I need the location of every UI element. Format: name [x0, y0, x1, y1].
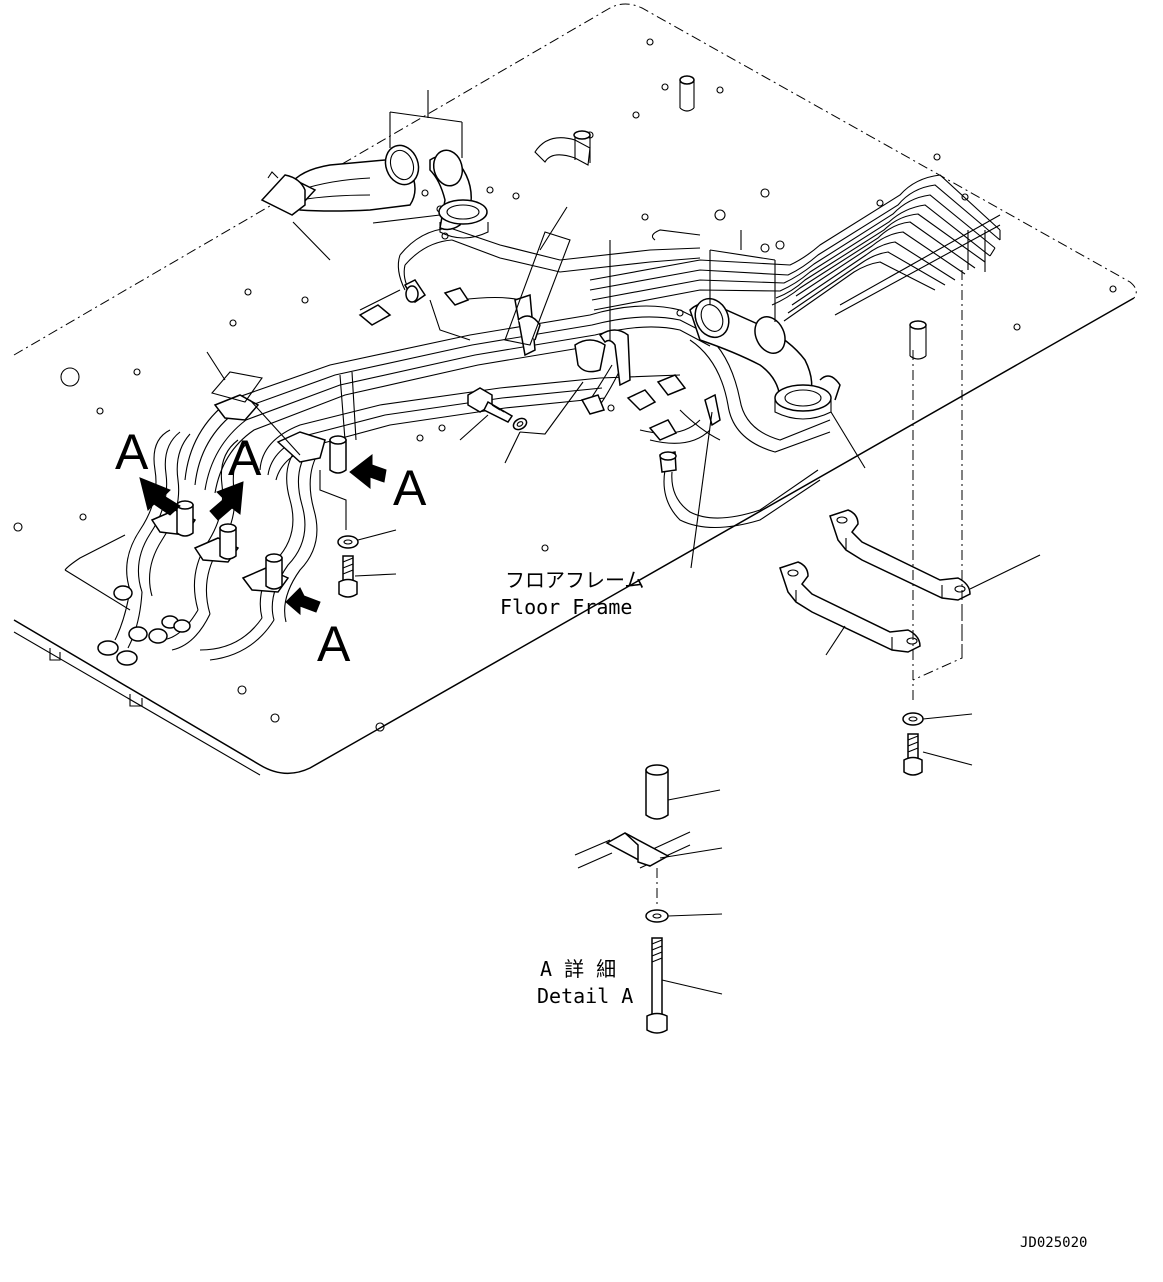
hose-fittings — [97, 279, 687, 666]
clamp-washer — [337, 535, 359, 549]
stay-bolt — [903, 733, 923, 776]
stay-brackets — [779, 270, 971, 700]
floor-frame-plate — [13, 3, 1137, 776]
view-marker-a: A — [228, 430, 262, 486]
center-bolt — [467, 387, 514, 423]
stay-washer — [902, 712, 924, 726]
view-marker-a: A — [115, 424, 149, 480]
floor-frame-label-jp: フロアフレーム — [505, 568, 644, 592]
floor-frame-label-en: Floor Frame — [500, 595, 632, 619]
detail-a-view — [574, 764, 691, 1034]
duct-elbow-left — [289, 144, 489, 239]
harness-clamps — [150, 171, 841, 593]
main-wire-bundle — [589, 174, 1001, 322]
duct-elbow-right — [689, 297, 832, 420]
clamp-bolt — [319, 470, 358, 598]
hose-routes — [114, 227, 831, 661]
view-marker-a: A — [393, 460, 427, 516]
leader-lines — [206, 90, 1041, 995]
detail-a-label-en: Detail A — [537, 984, 633, 1008]
view-marker-a: A — [317, 616, 351, 672]
center-washer — [512, 417, 528, 431]
black-arrow-icon — [139, 453, 387, 616]
detail-a-label-jp: A 詳 細 — [540, 957, 616, 981]
drawing-code: JD025020 — [1020, 1235, 1087, 1251]
